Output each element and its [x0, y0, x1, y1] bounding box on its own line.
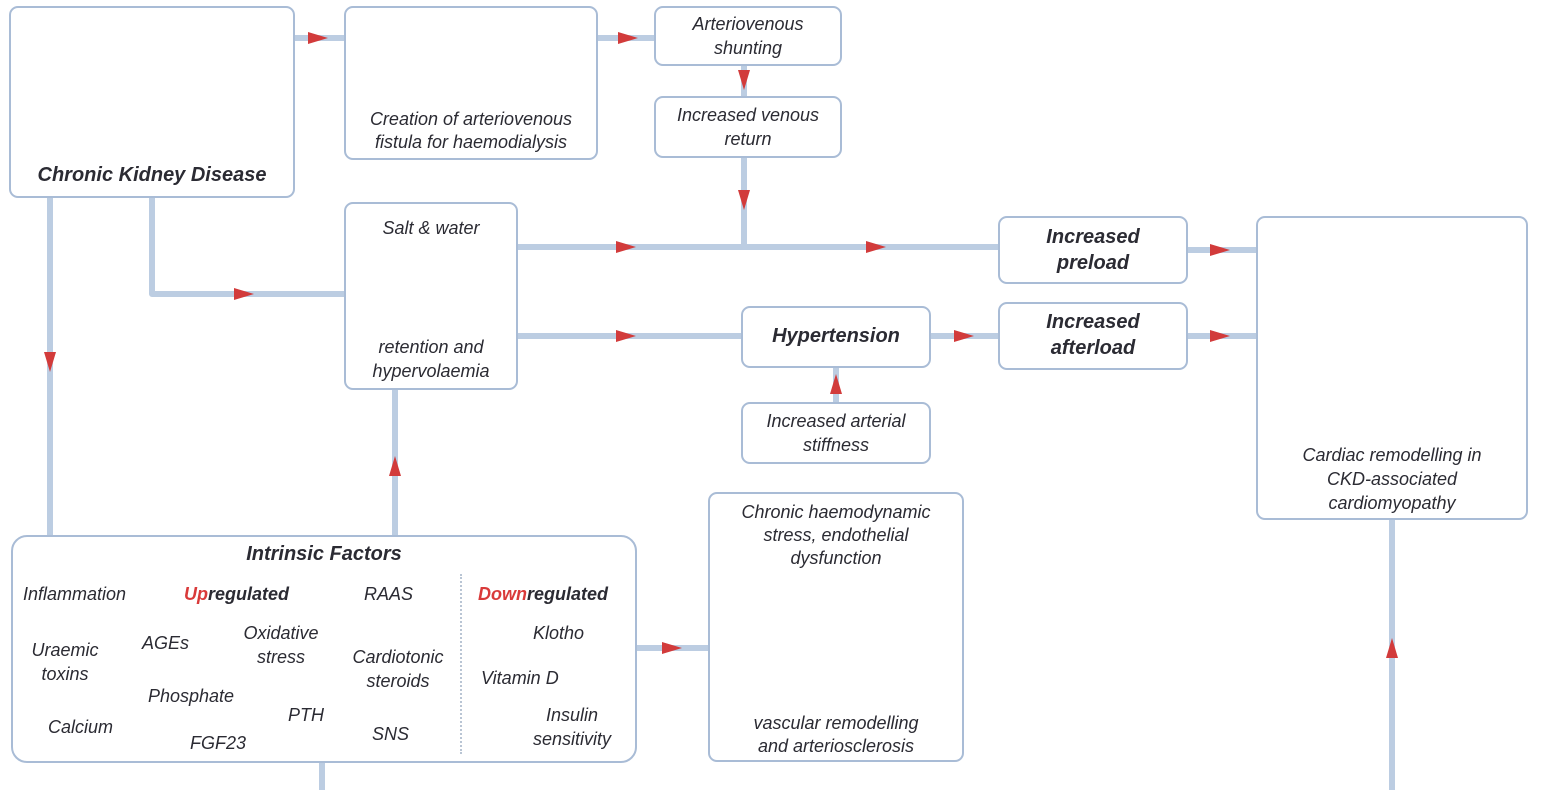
flow-arrowhead	[618, 32, 638, 44]
factor-oxidative-line2: stress	[256, 647, 305, 667]
ckd-label: Chronic Kidney Disease	[37, 164, 267, 186]
flow-arrowhead	[1210, 330, 1230, 342]
flow-arrowhead	[44, 352, 56, 372]
shunting-box	[654, 6, 842, 66]
factor-klotho: Klotho	[533, 623, 585, 643]
flow-arrowhead	[389, 456, 401, 476]
factor-phosphate: Phosphate	[148, 686, 235, 706]
stiffness-label-line1: Increased arterial	[766, 411, 906, 431]
factor-sns: SNS	[372, 724, 410, 744]
fistula-label-line2: fistula for haemodialysis	[374, 132, 568, 152]
flow-arrowhead	[234, 288, 254, 300]
downregulated-suffix: regulated	[527, 584, 609, 604]
cardiac-label-line2: CKD-associated	[1326, 469, 1458, 489]
stiffness-box	[741, 402, 931, 464]
fistula-label-line1: Creation of arteriovenous	[369, 109, 573, 129]
factor-fgf23: FGF23	[190, 733, 247, 753]
flow-arrowhead	[866, 241, 886, 253]
vascular-label-line2: and arteriosclerosis	[757, 736, 915, 756]
factor-insulin-line1: Insulin	[545, 705, 599, 725]
preload-label-line1: Increased	[1046, 226, 1140, 248]
upregulated-label: Upregulated	[184, 582, 289, 606]
retention-label-line2: hypervolaemia	[372, 361, 490, 381]
factor-inflammation: Inflammation	[23, 584, 127, 604]
factor-oxidative-line1: Oxidative	[243, 623, 319, 643]
venous-return-box	[654, 96, 842, 158]
vascular-box	[708, 492, 964, 762]
flow-arrowhead	[308, 32, 328, 44]
cardiac-label-line1: Cardiac remodelling in	[1302, 445, 1482, 465]
factor-insulin-line2: sensitivity	[532, 729, 612, 749]
chronic-label-line2: stress, endothelial	[763, 525, 909, 545]
factor-uraemic-line1: Uraemic	[31, 640, 99, 660]
venous-return-label-line2: return	[724, 129, 772, 149]
flow-arrowhead	[830, 374, 842, 394]
intrinsic-factors-title: Intrinsic Factors	[246, 543, 402, 565]
connector-ckd-to-salt	[149, 198, 344, 297]
cardiac-label-line3: cardiomyopathy	[1328, 493, 1456, 513]
chronic-label-line1: Chronic haemodynamic	[741, 502, 931, 522]
upregulated-suffix: regulated	[208, 584, 290, 604]
factor-calcium: Calcium	[48, 717, 114, 737]
salt-water-label: Salt & water	[382, 218, 480, 238]
retention-label-line1: retention and	[378, 337, 484, 357]
fistula-box	[344, 6, 598, 160]
flow-arrowhead	[1386, 638, 1398, 658]
hypertension-label: Hypertension	[772, 325, 900, 347]
downregulated-prefix: Down	[478, 584, 527, 604]
afterload-box	[998, 302, 1188, 370]
chronic-label-line3: dysfunction	[790, 548, 882, 568]
hypertension-box	[741, 306, 931, 368]
ckd-box	[9, 6, 295, 198]
flow-arrowhead	[954, 330, 974, 342]
arrowheads	[44, 32, 1398, 658]
factor-ages: AGEs	[142, 633, 190, 653]
preload-label-line2: preload	[1056, 252, 1130, 274]
flow-arrowhead	[616, 241, 636, 253]
flow-arrowhead	[1210, 244, 1230, 256]
flow-arrowhead	[738, 190, 750, 210]
preload-box	[998, 216, 1188, 284]
stiffness-label-line2: stiffness	[802, 435, 870, 455]
factor-pth: PTH	[288, 705, 324, 725]
flow-arrowhead	[662, 642, 682, 654]
afterload-label-line2: afterload	[1050, 337, 1136, 359]
shunting-label-line1: Arteriovenous	[692, 14, 804, 34]
factor-raas: RAAS	[364, 584, 414, 604]
intrinsic-divider	[460, 574, 462, 754]
venous-return-label-line1: Increased venous	[676, 105, 820, 125]
factor-cardiotonic-line1: Cardiotonic	[352, 647, 444, 667]
intrinsic-factors-box	[11, 535, 637, 763]
shunting-label-line2: shunting	[713, 38, 783, 58]
afterload-label-line1: Increased	[1046, 311, 1140, 333]
vascular-label-line1: vascular remodelling	[753, 713, 919, 733]
cardiac-box	[1256, 216, 1528, 520]
factor-cardiotonic-line2: steroids	[366, 671, 430, 691]
salt-water-box	[344, 202, 518, 390]
flow-arrowhead	[738, 70, 750, 90]
flow-arrowhead	[616, 330, 636, 342]
downregulated-label: Downregulated	[478, 582, 608, 606]
factor-uraemic-line2: toxins	[41, 664, 89, 684]
upregulated-prefix: Up	[184, 584, 208, 604]
factor-vitamin-d: Vitamin D	[481, 668, 559, 688]
